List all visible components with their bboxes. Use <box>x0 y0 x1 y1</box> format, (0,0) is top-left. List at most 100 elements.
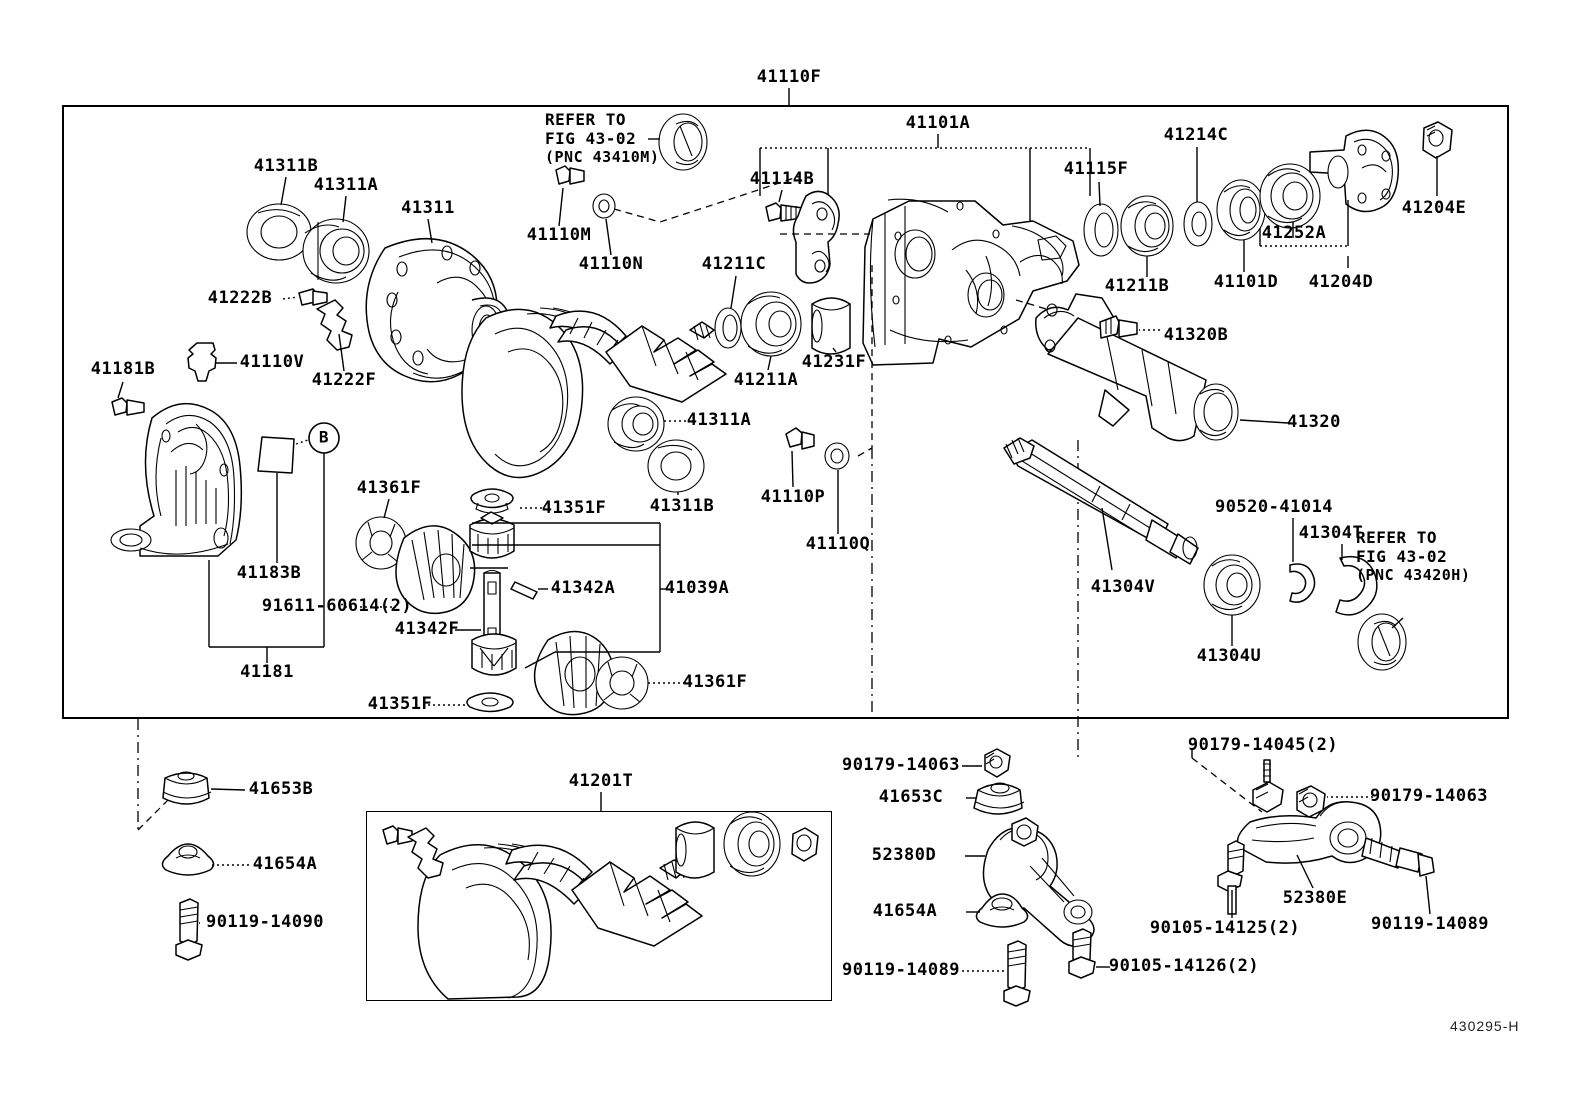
part-41110V-plug <box>188 343 216 381</box>
part-41110M-bolt <box>556 166 584 184</box>
label-41320B: 41320B <box>1163 325 1229 346</box>
part-pinion-gear-bottom <box>472 634 516 675</box>
label-41211A: 41211A <box>733 370 799 391</box>
label-90105-14125: 90105-14125(2) <box>1149 918 1301 939</box>
label-41351F-top: 41351F <box>541 498 607 519</box>
part-41214C-washer <box>1184 202 1212 246</box>
label-41342A: 41342A <box>550 578 616 599</box>
label-52380D: 52380D <box>871 845 937 866</box>
part-90105-14125-bolt <box>1218 841 1244 914</box>
part-41211C-spacer <box>715 308 741 348</box>
label-91611-60614: 91611-60614(2) <box>261 596 413 617</box>
part-41110P-bolt <box>786 428 814 449</box>
part-41181B-bolt <box>112 398 144 415</box>
part-41211A-bearing <box>741 292 801 356</box>
label-41311A-top: 41311A <box>313 175 379 196</box>
part-41320-axle-housing <box>1036 294 1238 441</box>
label-41654A-mid: 41654A <box>872 901 938 922</box>
label-41201T: 41201T <box>568 771 634 792</box>
part-41654A-left-bushing <box>162 844 213 875</box>
label-41110V: 41110V <box>239 352 305 373</box>
label-41361F-left: 41361F <box>356 478 422 499</box>
part-41204D-flange <box>1310 130 1398 211</box>
label-41114B: 41114B <box>749 169 815 190</box>
note-refer-43410m-line3: (PNC 43410M) <box>545 148 660 167</box>
note-refer-43420h-line2: FIG 43-02 <box>1356 547 1448 567</box>
note-refer-43420h-line1: REFER TO <box>1356 528 1438 547</box>
label-90179-14045: 90179-14045(2) <box>1187 735 1339 756</box>
note-refer-43420h: REFER TO FIG 43-02 (PNC 43420H) <box>1356 528 1470 584</box>
main-assembly-frame <box>62 105 1509 719</box>
part-43410M-oil-seal <box>659 114 707 170</box>
part-ring-and-pinion-main <box>462 308 726 478</box>
label-41115F: 41115F <box>1063 159 1129 180</box>
label-41039A: 41039A <box>664 578 730 599</box>
subassembly-41201T-frame <box>366 811 832 1001</box>
part-41110Q-washer <box>825 443 849 469</box>
part-41311B-mid-seal <box>648 440 704 492</box>
part-41311A-bearing <box>303 219 369 283</box>
part-41304U-bearing <box>1204 555 1260 615</box>
label-41110Q: 41110Q <box>805 534 871 555</box>
label-41110P: 41110P <box>760 487 826 508</box>
part-41115F-seal <box>1084 204 1118 256</box>
note-refer-43410m-line1: REFER TO <box>545 110 627 129</box>
part-41231F-spacer <box>812 298 850 354</box>
part-41342A-lock-pin <box>511 582 537 599</box>
part-41181-carrier-bracket <box>111 404 241 556</box>
label-41342F: 41342F <box>394 619 460 640</box>
label-90119-14089-right: 90119-14089 <box>1370 914 1490 935</box>
label-41654A-left: 41654A <box>252 854 318 875</box>
circle-mark-b-text: B <box>318 427 330 447</box>
label-41222F: 41222F <box>311 370 377 391</box>
part-41204E-nut <box>1423 122 1452 158</box>
part-41351F-bottom-washer <box>467 693 513 712</box>
label-41101D: 41101D <box>1213 272 1279 293</box>
label-41304V: 41304V <box>1090 577 1156 598</box>
part-side-gear-left <box>396 526 475 613</box>
label-41183B: 41183B <box>236 563 302 584</box>
part-41201T-subassembly <box>383 812 818 999</box>
part-90105-14126-bolt <box>1069 929 1095 978</box>
label-41653C: 41653C <box>878 787 944 808</box>
label-41311B-mid: 41311B <box>649 496 715 517</box>
label-41311: 41311 <box>401 198 455 219</box>
part-41211B-bearing <box>1121 196 1173 256</box>
label-41211B: 41211B <box>1104 276 1170 297</box>
label-41222B: 41222B <box>207 288 273 309</box>
label-41211C: 41211C <box>701 254 767 275</box>
note-refer-43410m-line2: FIG 43-02 <box>545 129 637 149</box>
part-41101D-bearing <box>1217 180 1265 240</box>
part-41101A-carrier-housing <box>863 199 1079 365</box>
label-41351F-bot: 41351F <box>367 694 433 715</box>
part-41654A-mid-bushing <box>976 894 1027 927</box>
part-41311A-mid-bearing <box>608 397 664 451</box>
part-41311B-seal <box>247 204 311 260</box>
part-90520-41014-snap-ring <box>1290 564 1315 602</box>
part-41320B-bolt <box>1100 316 1137 338</box>
label-52380E: 52380E <box>1282 888 1348 909</box>
label-90105-14126: 90105-14126(2) <box>1108 956 1260 977</box>
part-90119-14090-bolt <box>176 899 202 960</box>
part-41252A-bearing <box>1260 164 1320 228</box>
label-41110F: 41110F <box>756 67 822 88</box>
label-41101A: 41101A <box>905 113 971 134</box>
label-90520-41014: 90520-41014 <box>1214 497 1334 518</box>
part-43420H-oil-seal <box>1358 614 1406 670</box>
label-41311A-mid: 41311A <box>686 410 752 431</box>
label-41304T: 41304T <box>1298 523 1364 544</box>
label-41204E: 41204E <box>1401 198 1467 219</box>
label-90179-14063-left: 90179-14063 <box>841 755 961 776</box>
part-52380D-lower-arm <box>983 818 1094 946</box>
label-90179-14063-right: 90179-14063 <box>1369 786 1489 807</box>
label-41214C: 41214C <box>1163 125 1229 146</box>
part-41361F-right-washer <box>596 657 648 709</box>
note-refer-43410m: REFER TO FIG 43-02 (PNC 43410M) <box>545 110 659 166</box>
label-41204D: 41204D <box>1308 272 1374 293</box>
part-41222B-bolt <box>299 289 327 305</box>
label-41252A: 41252A <box>1261 223 1327 244</box>
label-90119-14089-mid: 90119-14089 <box>841 960 961 981</box>
part-41183B-plate <box>258 437 294 473</box>
label-41361F-right: 41361F <box>682 672 748 693</box>
label-90119-14090: 90119-14090 <box>205 912 325 933</box>
